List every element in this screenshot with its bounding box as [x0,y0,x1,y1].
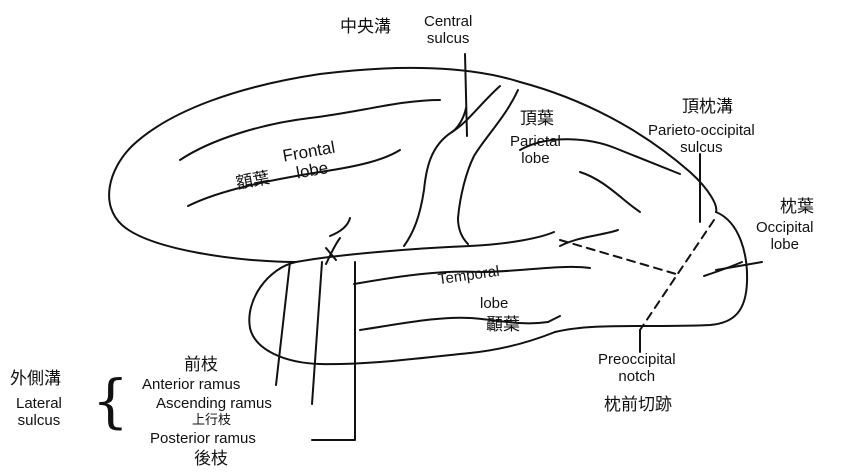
lateral-sulcus-cjk-label: 外側溝 [10,370,61,389]
temporal-lobe-cjk-label: 顳葉 [486,316,520,335]
preoccipital-notch-label: Preoccipital notch [598,352,676,386]
ascending-ramus-pointer [312,262,322,404]
inferior-frontal-line [330,218,350,236]
parietal-lobe-label: Parietal lobe [510,134,561,168]
occipital-lobe-label: Occipital lobe [756,220,814,254]
central-sulcus-branch [452,108,466,132]
preoccipital-notch-cjk-label: 枕前切跡 [604,396,672,415]
central-sulcus-cjk-label: 中央溝 [340,18,391,37]
parietal-lobe-cjk-label: 頂葉 [520,110,554,129]
parieto-occipital-label: Parieto-occipital sulcus [648,123,755,157]
preoccipital-dashed [640,220,714,330]
temporal-lobe-word: lobe [480,296,508,313]
temporal-lobe-pointer [548,316,560,322]
ascending-ramus-label: Ascending ramus [156,396,272,413]
anterior-ramus-cjk-label: 前枝 [184,356,218,375]
temporal-occipital-dashed [560,240,676,274]
temporal-lower-curve [560,230,618,246]
central-sulcus-label: Central sulcus [424,14,472,48]
occipital-lobe-cjk-label: 枕葉 [780,198,814,217]
central-sulcus-line [404,86,500,246]
parieto-occipital-cjk-label: 頂枕溝 [682,98,733,117]
anterior-ramus-pointer [276,262,290,385]
posterior-ramus-pointer [312,262,355,440]
lateral-sulcus-brace: { [92,372,129,430]
parietal-inner-line [580,172,640,212]
anterior-ramus-label: Anterior ramus [142,377,240,394]
ascending-ramus-cjk-label: 上行枝 [192,414,231,429]
lateral-sulcus-label: Lateral sulcus [16,396,62,430]
central-sulcus-pointer [465,54,467,136]
posterior-ramus-cjk-label: 後枝 [194,450,228,469]
posterior-ramus-label: Posterior ramus [150,431,256,448]
temporal-outline [249,232,555,364]
